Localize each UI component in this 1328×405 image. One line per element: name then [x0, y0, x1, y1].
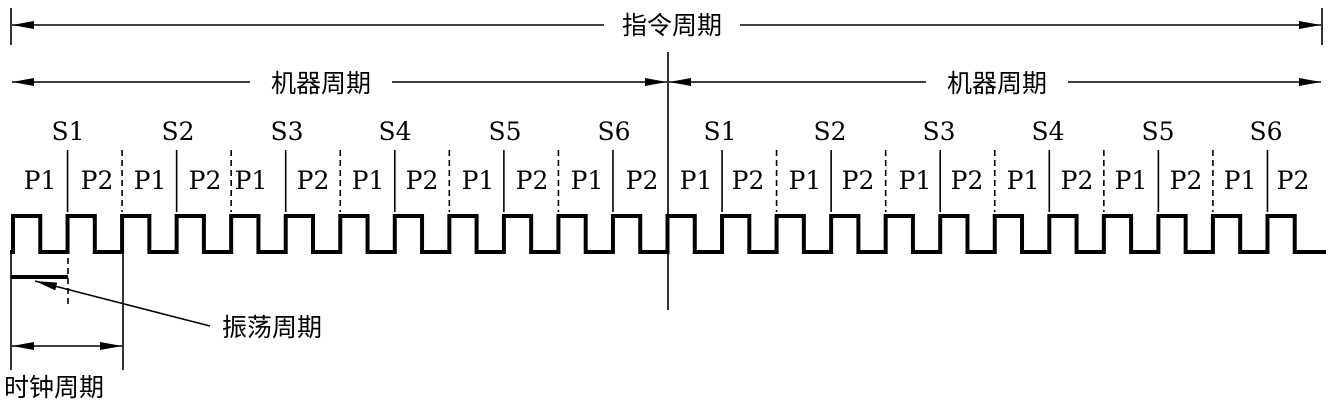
state-label: S1: [51, 117, 84, 146]
oscillation-period-label: 振荡周期: [222, 313, 322, 342]
phase-label: P2: [297, 166, 330, 195]
phase-label: P1: [899, 166, 932, 195]
instruction-cycle-label: 指令周期: [622, 11, 722, 40]
phase-label: P2: [732, 166, 765, 195]
phase-label: P2: [951, 166, 984, 195]
phase-label: P1: [134, 166, 167, 195]
state-label: S6: [1249, 117, 1282, 146]
phase-label: P1: [352, 166, 385, 195]
phase-label: P2: [1277, 166, 1310, 195]
state-label: S3: [270, 117, 303, 146]
state-label: S1: [703, 117, 736, 146]
state-label: S5: [488, 117, 521, 146]
state-label: S4: [1031, 117, 1064, 146]
machine-cycle-2-label: 机器周期: [947, 69, 1047, 98]
phase-label: P2: [516, 166, 549, 195]
phase-label: P1: [571, 166, 604, 195]
phase-label: P1: [462, 166, 495, 195]
machine-cycle-1-label: 机器周期: [271, 69, 371, 98]
phase-label: P1: [1115, 166, 1148, 195]
phase-label: P2: [81, 166, 114, 195]
phase-label: P1: [680, 166, 713, 195]
state-label: S2: [161, 117, 194, 146]
state-label: S4: [378, 117, 411, 146]
state-label: S6: [597, 117, 630, 146]
state-label: S3: [922, 117, 955, 146]
phase-label: P1: [1224, 166, 1257, 195]
clock-period-label: 时钟周期: [4, 373, 104, 402]
phase-label: P1: [24, 166, 57, 195]
phase-label: P2: [1061, 166, 1094, 195]
phase-label: P2: [406, 166, 439, 195]
phase-label: P2: [189, 166, 222, 195]
phase-label: P2: [626, 166, 659, 195]
phase-label: P2: [842, 166, 875, 195]
phase-label: P1: [789, 166, 822, 195]
state-label: S2: [813, 117, 846, 146]
phase-label: P1: [1007, 166, 1040, 195]
clock-waveform: [10, 214, 1326, 254]
phase-label: P2: [1170, 166, 1203, 195]
phase-dividers: [66, 150, 1269, 212]
phase-label: P1: [235, 166, 268, 195]
state-label: S5: [1141, 117, 1174, 146]
